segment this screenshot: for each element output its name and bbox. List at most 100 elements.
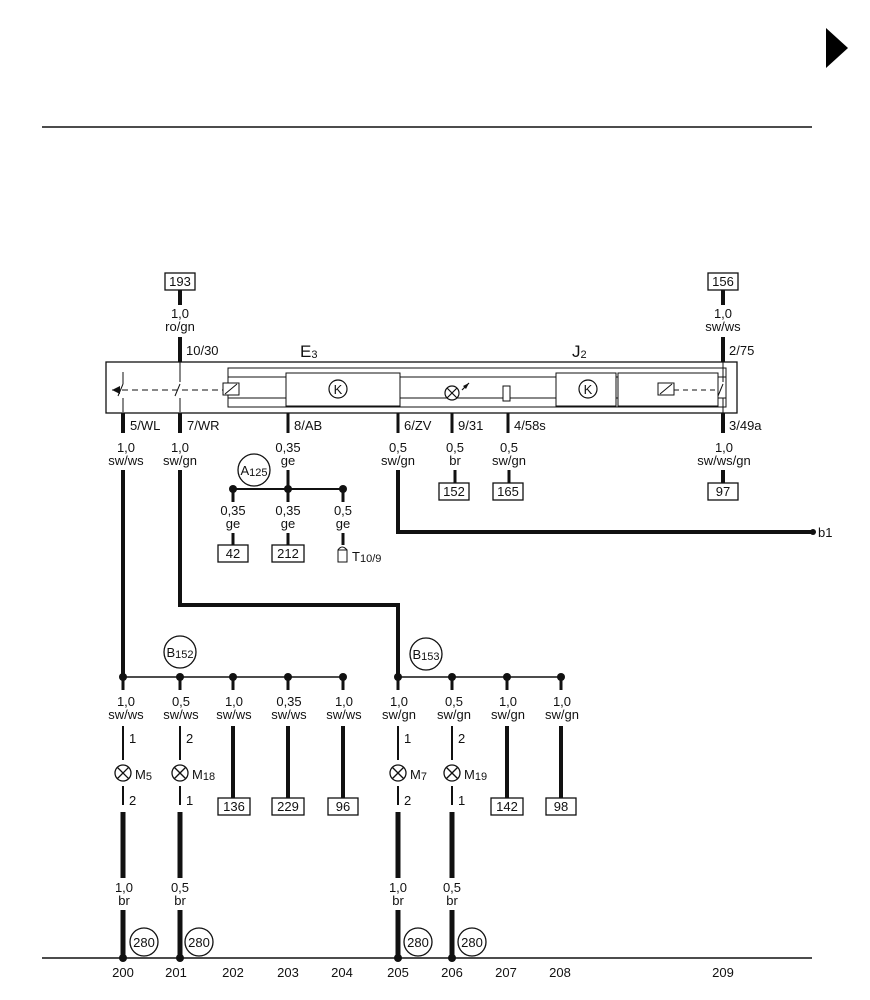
svg-text:B153: B153	[412, 647, 439, 663]
svg-text:0,35: 0,35	[275, 440, 300, 455]
svg-text:ge: ge	[336, 516, 350, 531]
svg-text:1,0: 1,0	[117, 440, 135, 455]
ground-ref-280[interactable]: 280	[184, 927, 214, 957]
svg-text:0,5: 0,5	[446, 440, 464, 455]
svg-text:0,35: 0,35	[275, 503, 300, 518]
svg-text:sw/ws: sw/ws	[326, 707, 362, 722]
lamp-m19: M19	[443, 764, 487, 783]
pin-label: 1	[186, 793, 193, 808]
svg-text:br: br	[449, 453, 461, 468]
next-page-arrow[interactable]	[826, 28, 848, 68]
pin-stubs	[121, 413, 725, 433]
svg-text:1,0: 1,0	[553, 694, 571, 709]
svg-text:96: 96	[336, 799, 350, 814]
ref-box-156[interactable]: 156	[707, 272, 739, 291]
svg-text:sw/gn: sw/gn	[437, 707, 471, 722]
track-number: 208	[549, 965, 571, 980]
relay-symbol: K	[584, 382, 593, 397]
track-number: 203	[277, 965, 299, 980]
svg-text:280: 280	[133, 935, 155, 950]
wire-color: sw/ws	[705, 319, 741, 334]
lamp-m18: M18	[171, 764, 215, 783]
svg-text:1,0: 1,0	[115, 880, 133, 895]
svg-text:212: 212	[277, 546, 299, 561]
svg-text:sw/gn: sw/gn	[545, 707, 579, 722]
svg-text:1,0: 1,0	[225, 694, 243, 709]
component-j2: J2	[572, 342, 587, 361]
track-number: 204	[331, 965, 353, 980]
pin-label: 6/ZV	[404, 418, 432, 433]
connector-t10-9: T10/9	[337, 546, 381, 565]
splice-b152: B152	[119, 635, 347, 681]
svg-text:ge: ge	[281, 453, 295, 468]
branch-labels: 1,0 sw/ws 0,5 sw/ws 1,0 sw/ws 0,35 sw/ws…	[108, 694, 579, 722]
svg-text:280: 280	[407, 935, 429, 950]
module-housing: K K	[105, 361, 738, 414]
ref-drop-wires	[231, 726, 563, 798]
wire-gauge: 1,0	[171, 306, 189, 321]
svg-text:A125: A125	[240, 463, 267, 479]
svg-text:M19: M19	[464, 767, 487, 783]
svg-text:42: 42	[226, 546, 240, 561]
track-numbers: 200 201 202 203 204 205 206 207 208 209	[112, 965, 734, 980]
svg-text:sw/ws/gn: sw/ws/gn	[697, 453, 750, 468]
svg-text:1,0: 1,0	[715, 440, 733, 455]
wire-color: ro/gn	[165, 319, 195, 334]
svg-text:T10/9: T10/9	[352, 549, 381, 565]
svg-text:M18: M18	[192, 767, 215, 783]
svg-text:156: 156	[712, 274, 734, 289]
svg-text:1,0: 1,0	[117, 694, 135, 709]
trunk-wire-7	[178, 470, 400, 677]
lamp-m5: M5	[114, 764, 152, 783]
svg-text:0,5: 0,5	[334, 503, 352, 518]
pin-label: 1	[404, 731, 411, 746]
svg-text:193: 193	[169, 274, 191, 289]
svg-text:sw/ws: sw/ws	[108, 707, 144, 722]
ref-box-136[interactable]: 136	[217, 797, 251, 816]
track-number: 205	[387, 965, 409, 980]
wire-gauge: 1,0	[714, 306, 732, 321]
svg-text:sw/ws: sw/ws	[216, 707, 252, 722]
pin-label: 2	[186, 731, 193, 746]
svg-text:1,0: 1,0	[390, 694, 408, 709]
pin-label: 2	[404, 793, 411, 808]
svg-text:0,35: 0,35	[276, 694, 301, 709]
pin-label: 1	[458, 793, 465, 808]
pin-label: 2	[129, 793, 136, 808]
svg-text:152: 152	[443, 484, 465, 499]
svg-text:sw/gn: sw/gn	[492, 453, 526, 468]
splice-stubs	[121, 677, 563, 690]
svg-text:0,5: 0,5	[445, 694, 463, 709]
svg-text:sw/gn: sw/gn	[381, 453, 415, 468]
ref-box-96[interactable]: 96	[327, 797, 359, 816]
ref-box-193[interactable]: 193	[164, 272, 196, 291]
svg-text:ge: ge	[226, 516, 240, 531]
svg-text:165: 165	[497, 484, 519, 499]
ref-box-97[interactable]: 97	[707, 482, 739, 501]
svg-text:98: 98	[554, 799, 568, 814]
svg-text:br: br	[174, 893, 186, 908]
svg-text:229: 229	[277, 799, 299, 814]
ground-ref-280[interactable]: 280	[457, 927, 487, 957]
pin-label: 4/58s	[514, 418, 546, 433]
ground-ref-280[interactable]: 280	[129, 927, 159, 957]
ref-box-142[interactable]: 142	[490, 797, 524, 816]
svg-text:280: 280	[461, 935, 483, 950]
pin-label: 2	[458, 731, 465, 746]
svg-text:br: br	[118, 893, 130, 908]
ref-box-152[interactable]: 152	[438, 482, 470, 501]
track-number: 202	[222, 965, 244, 980]
ref-box-98[interactable]: 98	[545, 797, 577, 816]
ref-box-165[interactable]: 165	[492, 482, 524, 501]
ground-wires	[120, 812, 455, 958]
ref-box-42[interactable]: 42	[217, 544, 249, 563]
ref-box-229[interactable]: 229	[271, 797, 305, 816]
continuation-label: b1	[818, 525, 832, 540]
ground-ref-280[interactable]: 280	[403, 927, 433, 957]
svg-text:0,5: 0,5	[500, 440, 518, 455]
ref-box-212[interactable]: 212	[271, 544, 305, 563]
svg-text:br: br	[446, 893, 458, 908]
svg-text:0,5: 0,5	[443, 880, 461, 895]
